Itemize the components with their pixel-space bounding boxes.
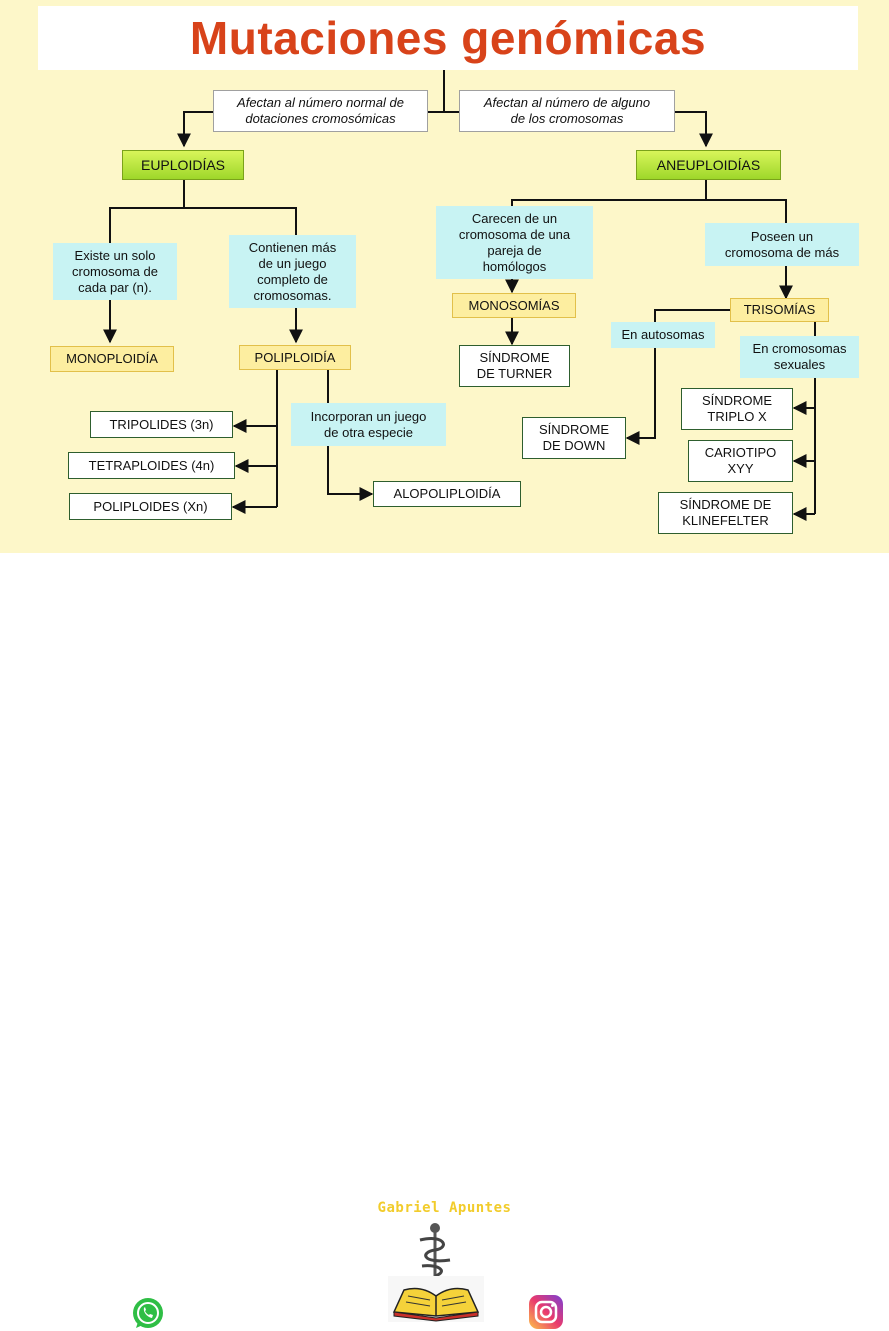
monoploidia-node: MONOPLOIDÍA xyxy=(50,346,174,372)
klinefelter-node: SÍNDROME DE KLINEFELTER xyxy=(658,492,793,534)
carecen-line3: pareja de xyxy=(487,242,542,258)
note-aneuploidias-line1: Afectan al número de alguno xyxy=(483,95,651,110)
carecen-node: Carecen de un cromosoma de una pareja de… xyxy=(436,206,593,279)
klinefelter-line1: SÍNDROME DE xyxy=(679,497,772,512)
note-euploidias: Afectan al número normal de dotaciones c… xyxy=(213,90,428,132)
incorporan-node: Incorporan un juego de otra especie xyxy=(291,403,446,446)
monosomias-node: MONOSOMÍAS xyxy=(452,293,576,318)
triplo-line2: TRIPLO X xyxy=(707,409,767,424)
xyy-line2: XYY xyxy=(727,461,754,476)
incorporan-line2: de otra especie xyxy=(324,424,413,440)
xyy-line1: CARIOTIPO xyxy=(704,445,777,460)
poseen-node: Poseen un cromosoma de más xyxy=(705,223,859,266)
open-book-icon xyxy=(388,1276,484,1322)
note-euploidias-line2: dotaciones cromosómicas xyxy=(245,111,396,126)
down-node: SÍNDROME DE DOWN xyxy=(522,417,626,459)
concept-map: Mutaciones genómicas Afectan al número n… xyxy=(0,0,889,553)
turner-node: SÍNDROME DE TURNER xyxy=(459,345,570,387)
solo-line3: cada par (n). xyxy=(78,279,152,295)
solo-line2: cromosoma de xyxy=(72,263,158,279)
contienen-line4: cromosomas. xyxy=(253,287,332,303)
carecen-line1: Carecen de un xyxy=(471,210,558,226)
sexuales-node: En cromosomas sexuales xyxy=(740,336,859,378)
solo-line1: Existe un solo xyxy=(74,247,156,263)
poseen-line2: cromosoma de más xyxy=(724,244,840,260)
xyy-node: CARIOTIPO XYY xyxy=(688,440,793,482)
autosomas-node: En autosomas xyxy=(611,322,715,348)
instagram-icon[interactable] xyxy=(528,1294,564,1330)
incorporan-line1: Incorporan un juego xyxy=(310,408,427,424)
caduceus-icon xyxy=(419,1223,451,1282)
contienen-mas-node: Contienen más de un juego completo de cr… xyxy=(229,235,356,308)
note-aneuploidias-line2: de los cromosomas xyxy=(510,111,624,126)
alopoliploidia-node: ALOPOLIPLOIDÍA xyxy=(373,481,521,507)
brand-name: Gabriel Apuntes xyxy=(377,1200,512,1216)
whatsapp-icon[interactable] xyxy=(131,1297,165,1331)
aneuploidias-node: ANEUPLOIDÍAS xyxy=(636,150,781,180)
down-line2: DE DOWN xyxy=(542,438,606,453)
note-euploidias-line1: Afectan al número normal de xyxy=(237,95,404,110)
poliploidia-node: POLIPLOIDÍA xyxy=(239,345,351,370)
turner-line1: SÍNDROME xyxy=(479,350,550,365)
tripolides-node: TRIPOLIDES (3n) xyxy=(90,411,233,438)
contienen-line1: Contienen más xyxy=(248,239,337,255)
klinefelter-line2: KLINEFELTER xyxy=(682,513,769,528)
carecen-line2: cromosoma de una xyxy=(458,226,571,242)
contienen-line2: de un juego xyxy=(258,255,327,271)
triplo-x-node: SÍNDROME TRIPLO X xyxy=(681,388,793,430)
tetraploides-node: TETRAPLOIDES (4n) xyxy=(68,452,235,479)
turner-line2: DE TURNER xyxy=(476,366,553,381)
poliploides-node: POLIPLOIDES (Xn) xyxy=(69,493,232,520)
euploidias-node: EUPLOIDÍAS xyxy=(122,150,244,180)
carecen-line4: homólogos xyxy=(482,258,547,274)
down-line1: SÍNDROME xyxy=(538,422,610,437)
sexuales-line1: En cromosomas xyxy=(752,341,847,356)
trisomias-node: TRISOMÍAS xyxy=(730,298,829,322)
note-aneuploidias: Afectan al número de alguno de los cromo… xyxy=(459,90,675,132)
triplo-line1: SÍNDROME xyxy=(701,393,773,408)
diagram-title: Mutaciones genómicas xyxy=(38,6,858,70)
contienen-line3: completo de xyxy=(257,271,328,287)
poseen-line1: Poseen un xyxy=(750,228,814,244)
sexuales-line2: sexuales xyxy=(773,357,826,372)
solo-cromosoma-node: Existe un solo cromosoma de cada par (n)… xyxy=(53,243,177,300)
